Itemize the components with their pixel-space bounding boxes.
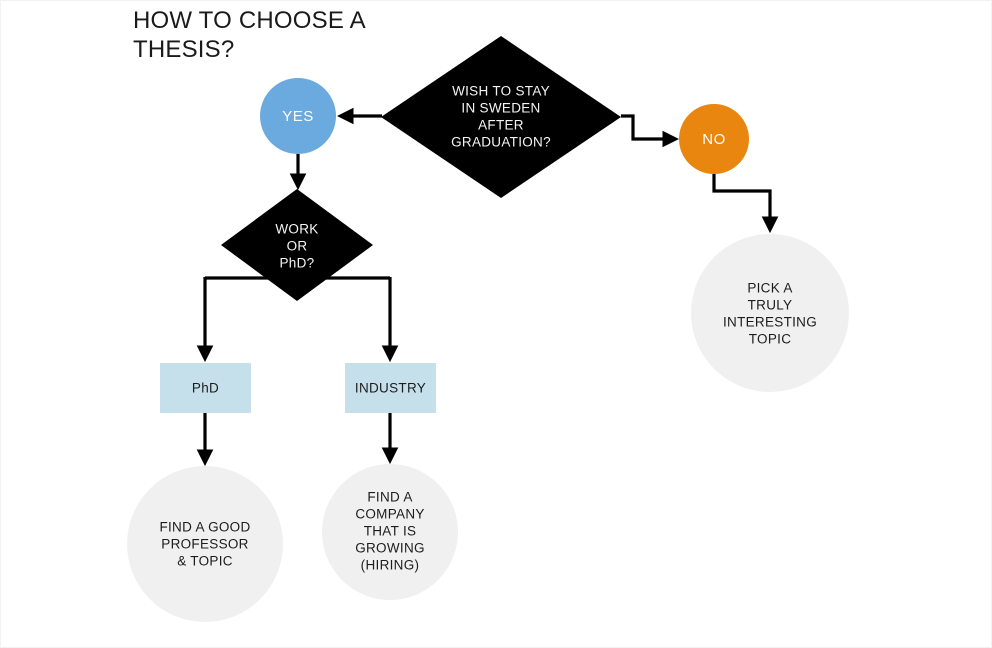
outcome-professor-line-2: PROFESSOR bbox=[161, 537, 248, 552]
outcome-professor-shape bbox=[127, 466, 283, 622]
process-phd-label: PhD bbox=[192, 381, 219, 396]
outcome-company-line-4: GROWING bbox=[355, 541, 425, 556]
decision-work-phd-line-1: WORK bbox=[275, 222, 318, 237]
decision-sweden-line-3: AFTER bbox=[478, 118, 524, 133]
node-outcome-interesting-topic[interactable]: PICK A TRULY INTERESTING TOPIC bbox=[691, 234, 849, 392]
decision-work-phd-shape bbox=[221, 189, 373, 301]
edge-no-to-topic bbox=[712, 174, 779, 234]
outcome-company-line-2: COMPANY bbox=[355, 507, 424, 522]
decision-sweden-line-1: WISH TO STAY bbox=[452, 84, 550, 99]
decision-sweden-line-4: GRADUATION? bbox=[451, 135, 551, 150]
badge-no-label: NO bbox=[702, 131, 726, 148]
node-badge-yes[interactable]: YES bbox=[260, 78, 336, 154]
outcome-professor-line-1: FIND A GOOD bbox=[159, 520, 250, 535]
decision-sweden-line-2: IN SWEDEN bbox=[461, 101, 540, 116]
outcome-interesting-topic-line-1: PICK A bbox=[747, 281, 792, 296]
badge-yes-shape bbox=[260, 78, 336, 154]
node-outcome-company[interactable]: FIND A COMPANY THAT IS GROWING (HIRING) bbox=[322, 464, 458, 600]
outcome-company-shape bbox=[322, 464, 458, 600]
page-title-line-2: THESIS? bbox=[133, 36, 234, 63]
node-process-phd[interactable]: PhD bbox=[160, 363, 251, 413]
node-process-industry[interactable]: INDUSTRY bbox=[345, 363, 436, 413]
outcome-company-line-5: (HIRING) bbox=[361, 558, 420, 573]
decision-work-phd-line-3: PhD? bbox=[280, 256, 315, 271]
node-decision-sweden[interactable]: WISH TO STAY IN SWEDEN AFTER GRADUATION? bbox=[381, 36, 621, 198]
process-industry-shape bbox=[345, 363, 436, 413]
outcome-interesting-topic-line-2: TRULY bbox=[748, 298, 793, 313]
node-outcome-professor[interactable]: FIND A GOOD PROFESSOR & TOPIC bbox=[127, 466, 283, 622]
badge-yes-label: YES bbox=[282, 108, 314, 125]
outcome-professor-line-3: & TOPIC bbox=[177, 554, 233, 569]
outcome-interesting-topic-line-3: INTERESTING bbox=[723, 315, 817, 330]
process-phd-shape bbox=[160, 363, 251, 413]
decision-work-phd-line-2: OR bbox=[287, 239, 308, 254]
badge-no-shape bbox=[679, 104, 749, 174]
edge-sweden-to-no bbox=[621, 114, 680, 148]
page-title-line-1: HOW TO CHOOSE A bbox=[133, 7, 366, 34]
outcome-company-line-3: THAT IS bbox=[364, 524, 417, 539]
outcome-company-line-1: FIND A bbox=[367, 490, 412, 505]
decision-sweden-shape bbox=[381, 36, 621, 198]
outcome-interesting-topic-line-4: TOPIC bbox=[749, 332, 792, 347]
process-industry-label: INDUSTRY bbox=[355, 381, 426, 396]
node-badge-no[interactable]: NO bbox=[679, 104, 749, 174]
outcome-interesting-topic-shape bbox=[691, 234, 849, 392]
node-decision-work-phd[interactable]: WORK OR PhD? bbox=[221, 189, 373, 301]
page-title: HOW TO CHOOSE A THESIS? bbox=[133, 7, 366, 63]
